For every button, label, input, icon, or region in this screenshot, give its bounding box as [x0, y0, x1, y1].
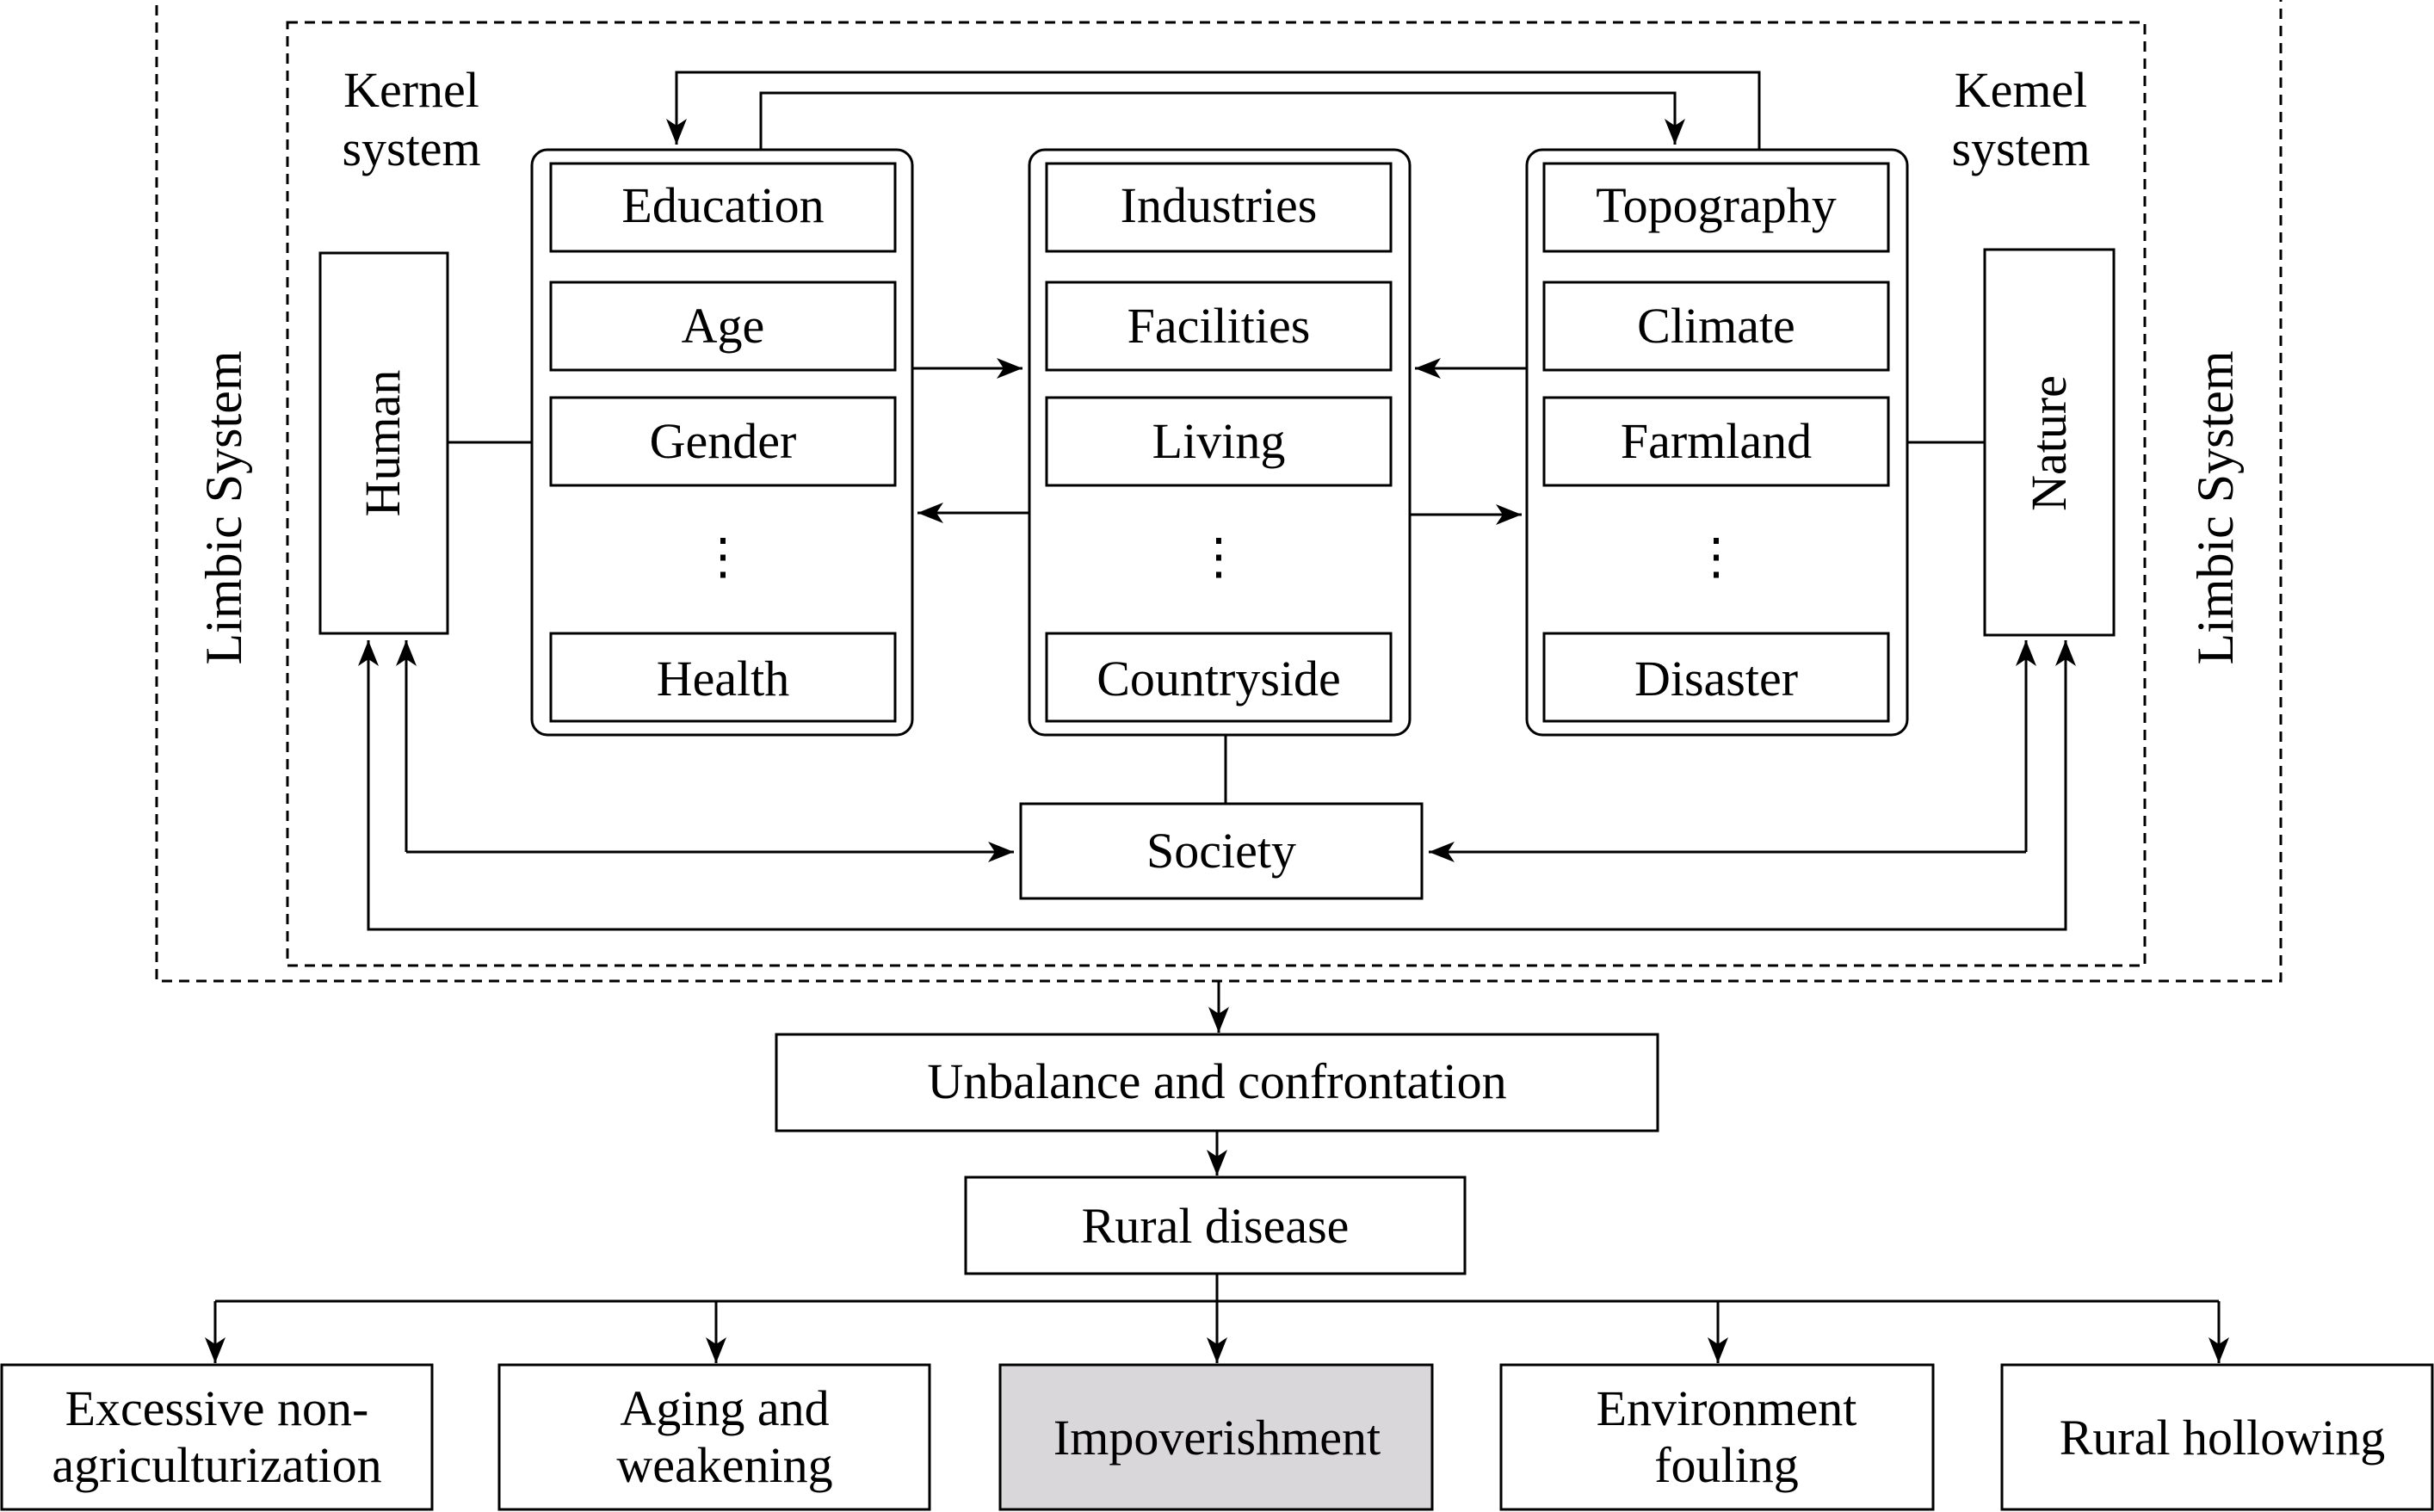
kernel-system-label-right-1: Kemel — [1955, 62, 2088, 118]
connector-top-inner — [759, 91, 1685, 150]
factor-topography: Topography — [1596, 177, 1836, 233]
factor-climate-box — [1542, 281, 1890, 372]
limbic-system-label-right: Limbic System — [2187, 351, 2244, 665]
factor-facilities: Facilities — [1127, 298, 1311, 354]
limbic-system-label-left: Limbic System — [195, 351, 252, 665]
factor-education-box — [549, 162, 897, 253]
outcome-3-line1: Impoverishment — [1053, 1410, 1381, 1466]
kernel-system-label-right-2: system — [1951, 120, 2090, 176]
human-label: Human — [355, 370, 411, 517]
factor-gender: Gender — [650, 413, 797, 469]
outcome-box-5 — [2000, 1363, 2434, 1511]
rural-disease-label: Rural disease — [1082, 1198, 1350, 1254]
arrow-bottom-loop-nature — [1226, 640, 2076, 931]
factor-farmland-box — [1542, 396, 1890, 487]
society-label: Society — [1146, 823, 1296, 879]
human-box — [318, 251, 449, 635]
society-factors-ellipsis: ⋮ — [1194, 528, 1244, 584]
factor-health-box — [549, 632, 897, 723]
nature-factors-ellipsis: ⋮ — [1691, 528, 1741, 584]
outcome-2-line1: Aging and — [620, 1380, 829, 1436]
outcome-4-line2: fouling — [1654, 1437, 1799, 1493]
factor-industries-box — [1045, 162, 1393, 253]
nature-label: Nature — [2021, 375, 2077, 511]
kernel-system-label-left-1: Kernel — [343, 62, 479, 118]
factor-age-box — [549, 281, 897, 372]
unbalance-label: Unbalance and confrontation — [927, 1053, 1506, 1109]
outcome-1-line1: Excessive non- — [65, 1380, 369, 1436]
kernel-system-label-left-2: system — [342, 120, 480, 176]
factor-living: Living — [1152, 413, 1286, 469]
outcome-4-line1: Environment — [1597, 1380, 1857, 1436]
factor-countryside: Countryside — [1097, 651, 1341, 707]
nature-box — [1983, 248, 2116, 637]
arrow-bottom-loop-human — [358, 640, 1226, 931]
factor-gender-box — [549, 396, 897, 487]
factor-topography-box — [1542, 162, 1890, 253]
nature-factors-list: Topography Climate Farmland ⋮ Disaster — [1542, 162, 1890, 723]
factor-farmland: Farmland — [1621, 413, 1812, 469]
human-factors-list: Education Age Gender ⋮ Health — [549, 162, 897, 723]
outcome-2-line2: weakening — [616, 1437, 832, 1493]
human-factors-ellipsis: ⋮ — [698, 528, 748, 584]
factor-disaster-box — [1542, 632, 1890, 723]
factor-age: Age — [682, 298, 765, 354]
factor-industries: Industries — [1121, 177, 1318, 233]
factor-living-box — [1045, 396, 1393, 487]
outcome-box-2 — [497, 1363, 931, 1511]
society-factors-list: Industries Facilities Living ⋮ Countrysi… — [1045, 162, 1393, 723]
rural-disease-box — [964, 1176, 1467, 1275]
factor-disaster: Disaster — [1634, 651, 1798, 707]
outcome-box-4 — [1499, 1363, 1935, 1511]
unbalance-box — [775, 1033, 1659, 1132]
factor-facilities-box — [1045, 281, 1393, 372]
outcome-box-3 — [998, 1363, 1434, 1511]
outcome-box-1 — [0, 1363, 434, 1511]
factor-climate: Climate — [1637, 298, 1795, 354]
factor-countryside-box — [1045, 632, 1393, 723]
society-box — [1019, 802, 1424, 900]
connector-top-outer — [666, 71, 1761, 150]
factor-education: Education — [621, 177, 824, 233]
outcome-1-line2: agriculturization — [52, 1437, 381, 1493]
factor-health: Health — [657, 651, 790, 707]
outcome-5-line1: Rural hollowing — [2060, 1410, 2386, 1466]
kernel-system-border — [286, 21, 2147, 967]
